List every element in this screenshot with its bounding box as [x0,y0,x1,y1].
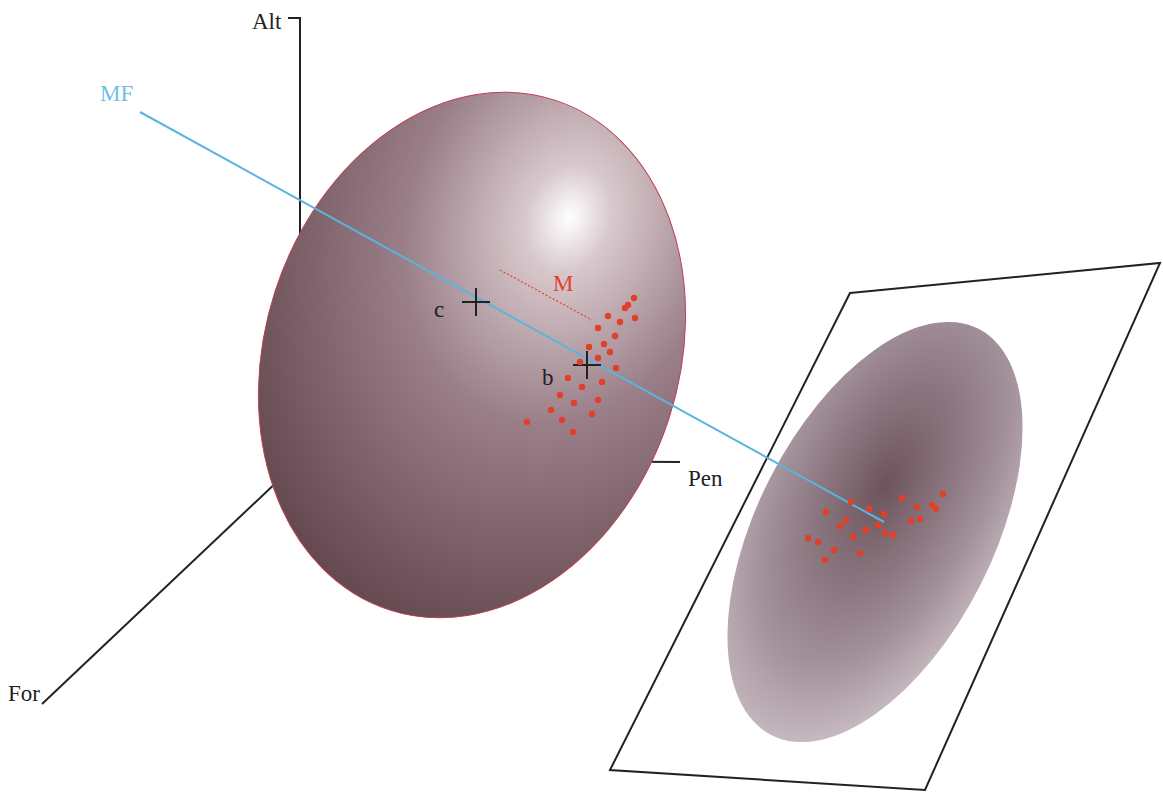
axis-label: Pen [688,467,723,490]
data-points [524,295,638,435]
point-label: c [434,298,444,321]
projected-points [805,491,946,563]
distance-label: M [553,272,573,295]
center-marks [462,288,601,379]
ellipsoid [192,36,751,674]
line-label: MF [100,82,133,105]
projection-plane [610,263,1160,790]
distance-line [500,270,592,320]
axis-label: Alt [252,10,281,33]
axis-label: For [8,682,40,705]
mf-axis-line [140,112,884,522]
projected-ellipse [666,275,1083,788]
point-label: b [542,366,554,389]
